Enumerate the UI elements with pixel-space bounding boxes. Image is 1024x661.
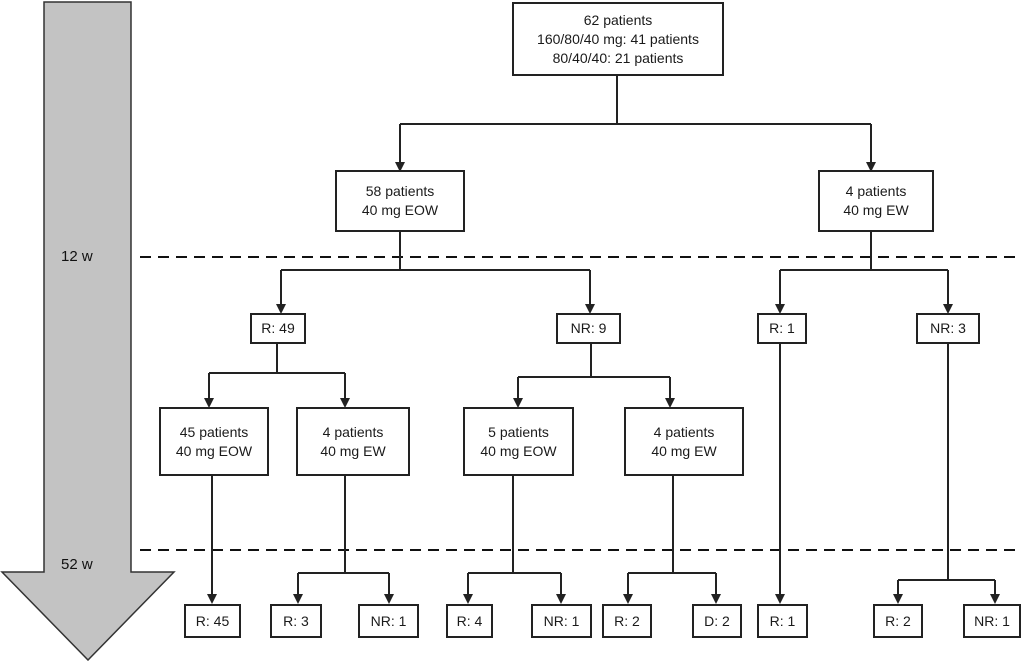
arm-eow-count: 58 patients — [365, 183, 435, 199]
ew-responders-box: R: 1 — [757, 313, 807, 344]
outcome-box: NR: 1 — [358, 604, 419, 638]
nr9-ew-regimen: 40 mg EW — [651, 442, 717, 459]
nr9-eow-regimen: 40 mg EOW — [480, 442, 557, 459]
nr9-eow-box: 5 patients 40 mg EOW — [463, 407, 574, 476]
outcome-box: R: 4 — [446, 604, 493, 638]
nr9-eow-count: 5 patients — [488, 423, 549, 440]
arm-eow-box: 58 patients 40 mg EOW — [335, 170, 465, 232]
arm-ew-count: 4 patients — [845, 183, 907, 199]
total-patients-box: 62 patients 160/80/40 mg: 41 patients 80… — [512, 2, 724, 76]
eow-nonresponders-box: NR: 9 — [556, 313, 621, 344]
outcome-box: R: 2 — [873, 604, 923, 638]
outcome-box: NR: 1 — [531, 604, 592, 638]
dose-group-2: 80/40/40: 21 patients — [552, 49, 684, 66]
arm-eow-regimen: 40 mg EOW — [361, 202, 439, 218]
week-12-label: 12 w — [61, 248, 93, 265]
r49-ew-count: 4 patients — [322, 423, 384, 440]
timeline-arrow — [0, 1, 176, 661]
total-patients-count: 62 patients — [583, 11, 653, 28]
outcome-box: NR: 1 — [963, 604, 1021, 638]
r49-eow-box: 45 patients 40 mg EOW — [159, 407, 269, 476]
r49-ew-regimen: 40 mg EW — [320, 442, 386, 459]
r49-ew-box: 4 patients 40 mg EW — [296, 407, 410, 476]
arm-ew-box: 4 patients 40 mg EW — [818, 170, 934, 232]
outcome-box: R: 45 — [184, 604, 241, 638]
r49-eow-count: 45 patients — [179, 423, 249, 440]
nr9-ew-box: 4 patients 40 mg EW — [624, 407, 744, 476]
outcome-box: R: 3 — [270, 604, 322, 638]
nr9-ew-count: 4 patients — [653, 423, 715, 440]
week-52-label: 52 w — [61, 556, 93, 573]
outcome-box: D: 2 — [692, 604, 742, 638]
ew-nonresponders-box: NR: 3 — [916, 313, 980, 344]
r49-eow-regimen: 40 mg EOW — [175, 442, 253, 459]
dose-group-1: 160/80/40 mg: 41 patients — [537, 30, 699, 47]
outcome-box: R: 2 — [602, 604, 652, 638]
eow-responders-box: R: 49 — [250, 313, 306, 344]
arm-ew-regimen: 40 mg EW — [843, 202, 909, 218]
outcome-box: R: 1 — [757, 604, 808, 638]
